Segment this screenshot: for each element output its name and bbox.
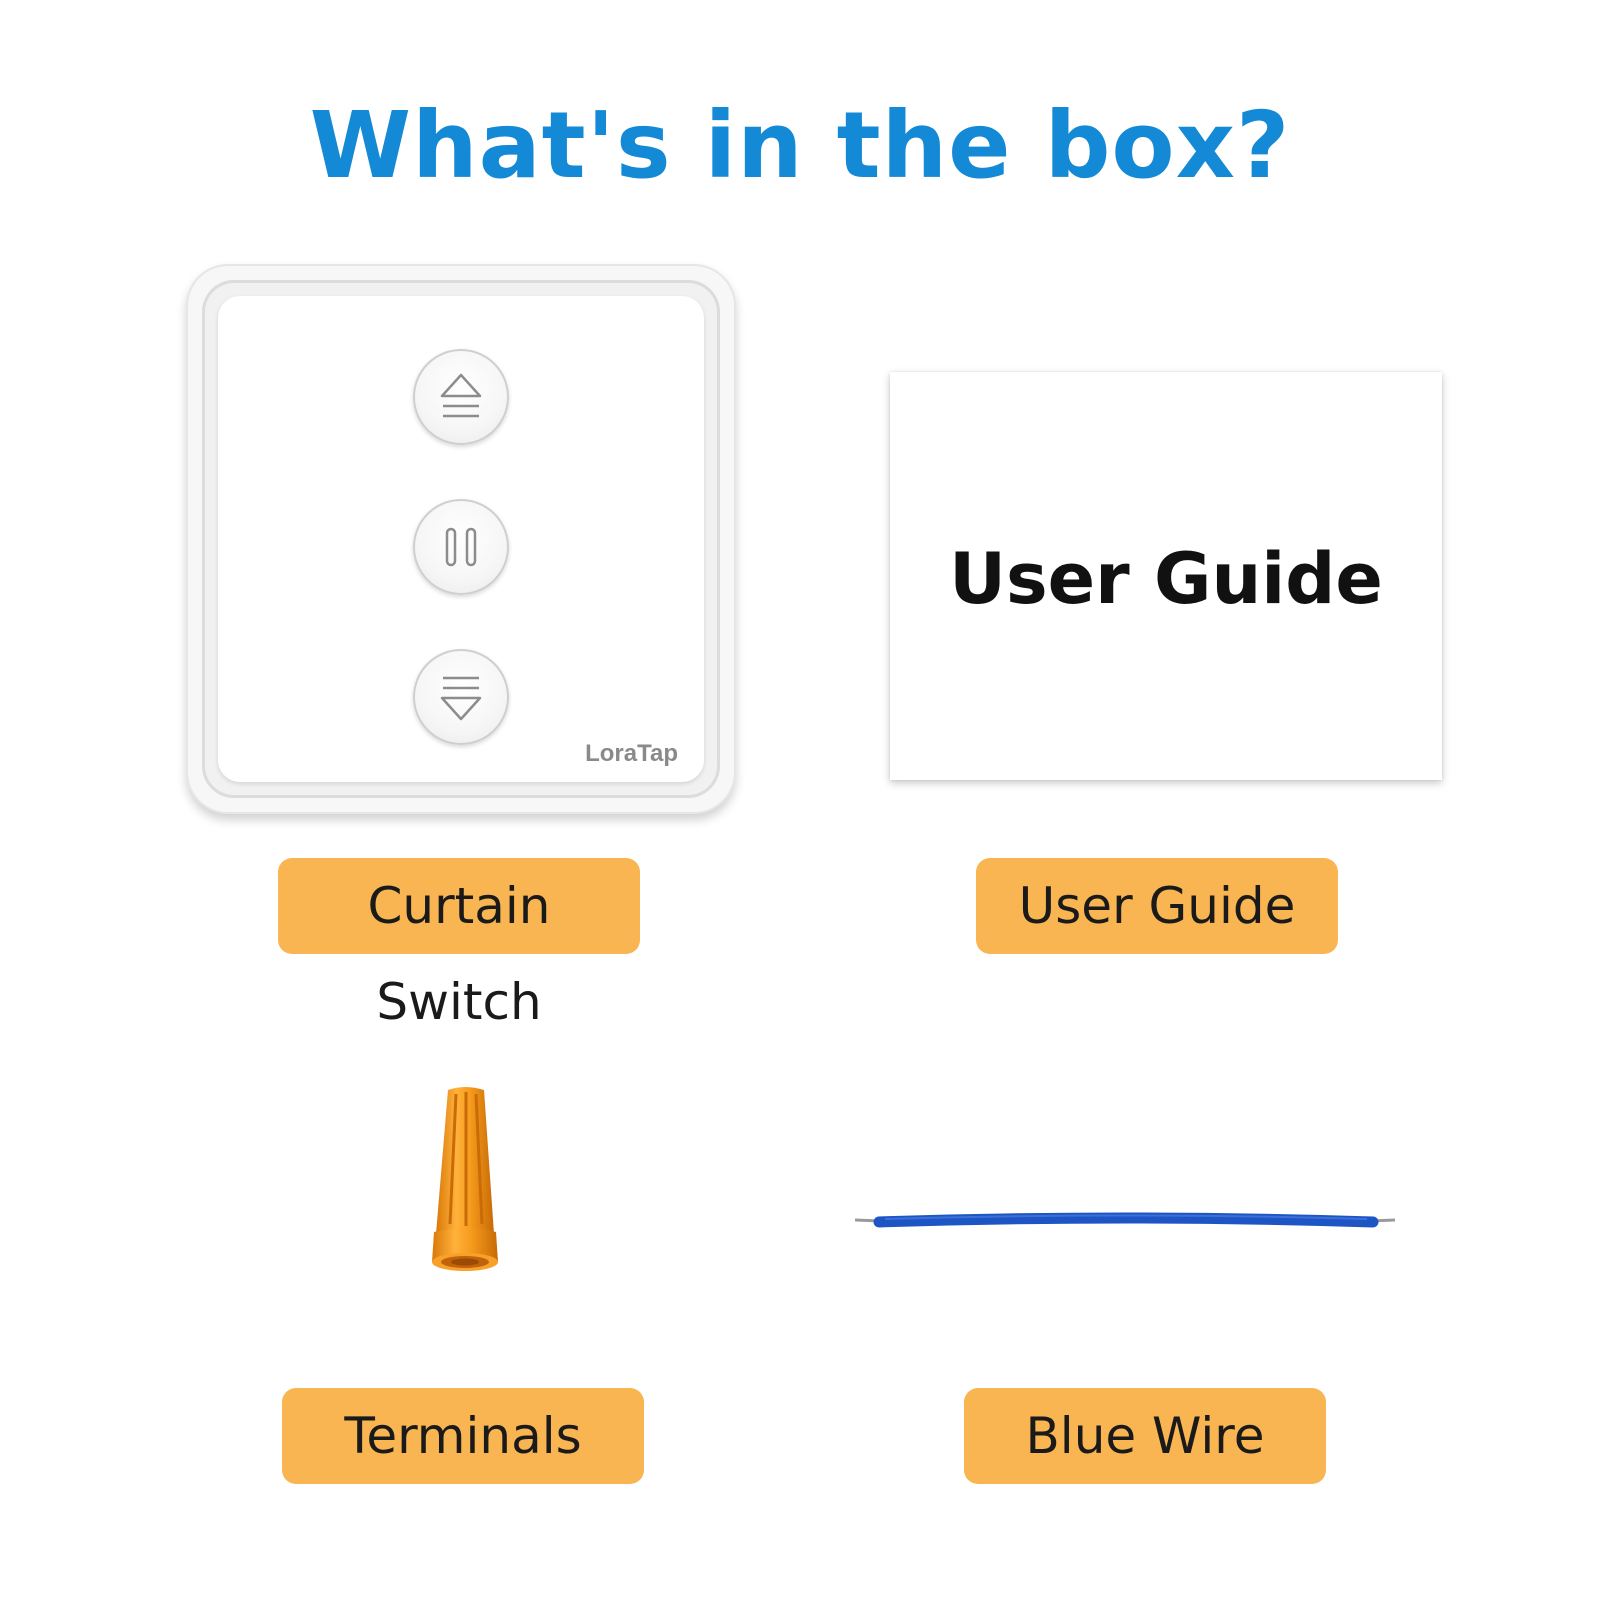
blue-wire-image — [855, 1212, 1395, 1228]
terminals-label: Terminals — [282, 1388, 644, 1484]
user-guide-image: User Guide — [890, 372, 1442, 780]
page-title: What's in the box? — [309, 92, 1291, 199]
pause-icon — [445, 527, 477, 567]
terminal-wire-nut-image — [432, 1087, 498, 1271]
curtain-switch-image: LoraTap — [186, 264, 736, 814]
arrow-up-icon — [440, 373, 482, 418]
switch-up-button — [413, 349, 509, 445]
switch-frame: LoraTap — [202, 280, 720, 798]
user-guide-card-text: User Guide — [949, 538, 1383, 620]
switch-down-button — [413, 649, 509, 745]
arrow-down-icon — [440, 676, 482, 721]
switch-face: LoraTap — [218, 296, 704, 782]
user-guide-label: User Guide — [976, 858, 1338, 954]
switch-pause-button — [413, 499, 509, 595]
brand-logo: LoraTap — [585, 740, 678, 767]
curtain-switch-label: Curtain Switch — [278, 858, 640, 1031]
blue-wire-label: Blue Wire — [964, 1388, 1326, 1484]
